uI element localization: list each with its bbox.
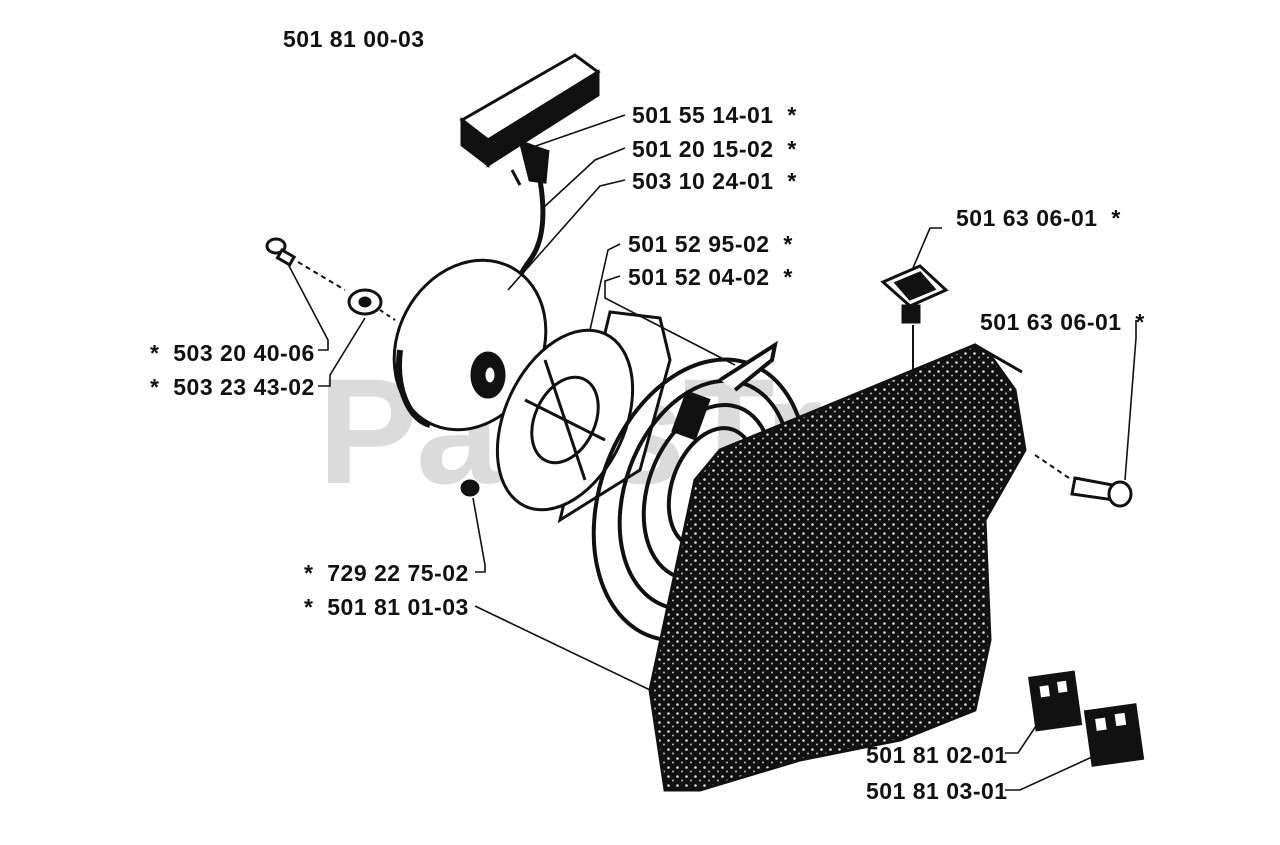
leader-decal-1 [1005,719,1041,754]
callout-decal-1: 501 81 02-01 [866,742,1008,769]
part-number: 501 63 06-01 [956,205,1098,231]
callout-handle: 501 55 14-01 * [632,102,797,129]
leader-decal-2 [1005,756,1093,791]
asterisk: * [304,594,314,620]
part-number: 503 20 40-06 [173,340,315,366]
screw-washer-drawing [265,237,396,321]
leader-screw [287,263,329,351]
starter-pulley-drawing [392,258,548,432]
asterisk: * [787,102,797,128]
starter-handle-drawing [459,53,601,186]
callout-nut: * 729 22 75-02 [304,560,469,587]
leader-recoil-spring [604,275,736,366]
decals-drawing [1028,670,1145,767]
leader-washer [318,317,366,387]
callout-starter-cover: * 501 81 01-03 [304,594,469,621]
leader-handle [529,114,626,149]
leader-grommet-right [1124,320,1137,481]
callout-spring-cassette: 501 52 95-02 * [628,231,793,258]
part-number: 501 20 15-02 [632,136,774,162]
part-number: 501 81 03-01 [866,778,1008,804]
leader-grommet-top [912,227,942,269]
asterisk: * [304,560,314,586]
leader-lines [287,114,1137,791]
part-number: 501 52 04-02 [628,264,770,290]
leader-rope [542,147,626,209]
asterisk: * [150,374,160,400]
leader-pulley [507,179,626,291]
asterisk: * [783,264,793,290]
part-number: 501 55 14-01 [632,102,774,128]
part-number: 501 81 01-03 [327,594,469,620]
callout-washer: * 503 23 43-02 [150,374,315,401]
callout-decal-2: 501 81 03-01 [866,778,1008,805]
leader-starter-cover [474,605,651,691]
asterisk: * [1135,309,1145,335]
part-number: 503 23 43-02 [173,374,315,400]
asterisk: * [787,136,797,162]
asterisk: * [150,340,160,366]
callout-rope: 501 20 15-02 * [632,136,797,163]
starter-cover-drawing [648,343,1027,792]
callout-pulley: 503 10 24-01 * [632,168,797,195]
part-number: 503 10 24-01 [632,168,774,194]
assembly-number: 501 81 00-03 [283,26,425,52]
bolt-right-drawing [1034,454,1133,508]
leader-spring-cassette [589,243,621,331]
callout-grommet-right: 501 63 06-01 * [980,309,1145,336]
asterisk: * [787,168,797,194]
part-number: 501 52 95-02 [628,231,770,257]
grommet-top-drawing [880,264,949,385]
part-number: 501 81 02-01 [866,742,1008,768]
asterisk: * [783,231,793,257]
leader-nut [472,497,486,573]
callout-screw: * 503 20 40-06 [150,340,315,367]
callout-grommet-top: 501 63 06-01 * [956,205,1121,232]
callout-recoil-spring: 501 52 04-02 * [628,264,793,291]
spring-cassette-drawing [460,310,672,524]
part-number: 729 22 75-02 [327,560,469,586]
asterisk: * [1111,205,1121,231]
part-number: 501 63 06-01 [980,309,1122,335]
